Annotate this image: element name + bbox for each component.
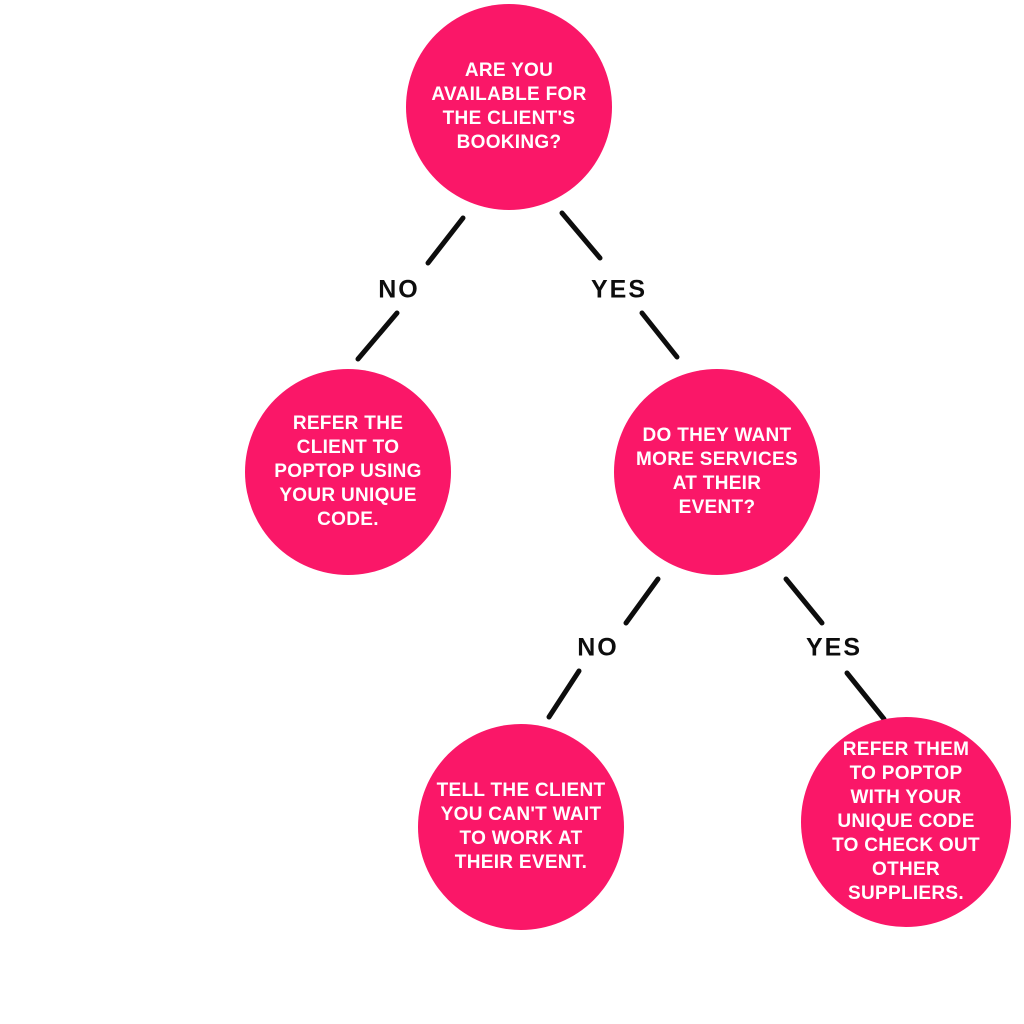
node-refer-client-text: REFER THE CLIENT TO POPTOP USING YOUR UN… xyxy=(274,413,422,530)
node-more-services-question: DO THEY WANT MORE SERVICES AT THEIR EVEN… xyxy=(614,369,820,575)
branch-label-no-1: NO xyxy=(378,275,420,304)
edge-yes2-to-refer-them xyxy=(844,670,887,722)
edge-root-to-yes1 xyxy=(559,210,603,261)
node-refer-client-outcome: REFER THE CLIENT TO POPTOP USING YOUR UN… xyxy=(245,369,451,575)
edge-no1-to-refer-client xyxy=(355,310,400,362)
branch-label-no-2: NO xyxy=(577,633,619,662)
branch-label-yes-2: YES xyxy=(805,633,863,662)
node-root-question-text: ARE YOU AVAILABLE FOR THE CLIENT'S BOOKI… xyxy=(431,60,587,153)
node-refer-them-text: REFER THEM TO POPTOP WITH YOUR UNIQUE CO… xyxy=(832,739,980,904)
node-tell-client-text: TELL THE CLIENT YOU CAN'T WAIT TO WORK A… xyxy=(436,780,606,873)
branch-label-yes-1: YES xyxy=(590,275,648,304)
edge-more-services-to-yes2 xyxy=(783,576,825,626)
node-refer-them-outcome: REFER THEM TO POPTOP WITH YOUR UNIQUE CO… xyxy=(801,717,1011,927)
edge-more-services-to-no2 xyxy=(623,576,661,626)
edge-no2-to-tell-client xyxy=(546,668,582,720)
node-tell-client-outcome: TELL THE CLIENT YOU CAN'T WAIT TO WORK A… xyxy=(418,724,624,930)
node-more-services-text: DO THEY WANT MORE SERVICES AT THEIR EVEN… xyxy=(636,425,798,518)
node-root-question: ARE YOU AVAILABLE FOR THE CLIENT'S BOOKI… xyxy=(406,4,612,210)
edge-yes1-to-more-services xyxy=(639,310,680,360)
edge-root-to-no1 xyxy=(425,215,466,266)
